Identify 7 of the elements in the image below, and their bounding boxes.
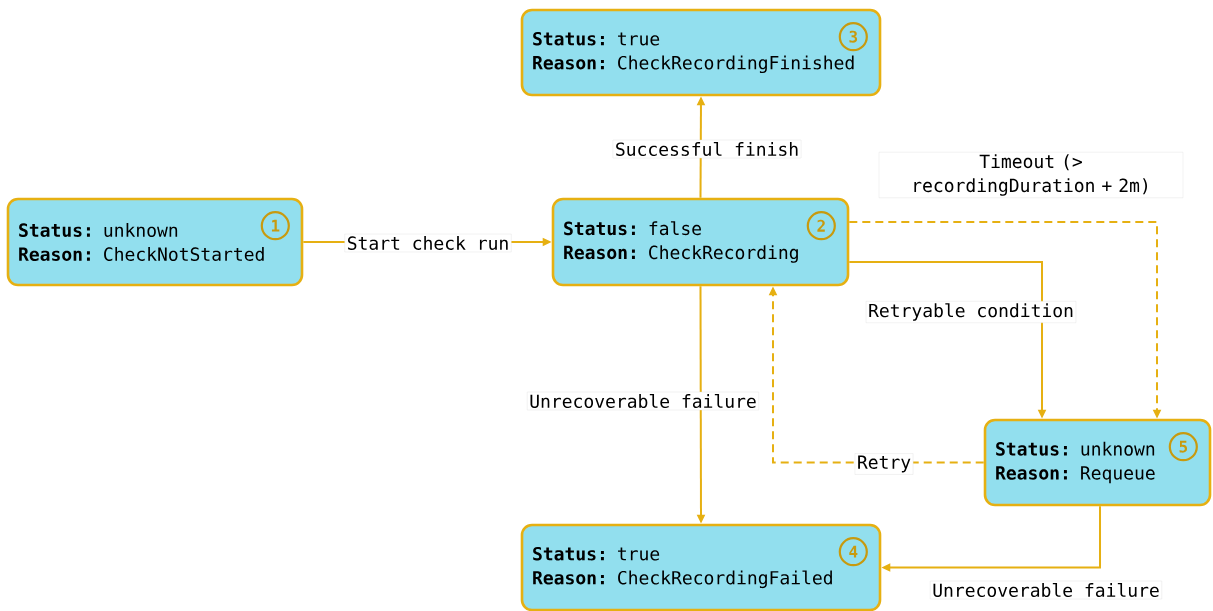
- edge-label: Retry: [854, 453, 914, 475]
- edge-label: Successful finish: [612, 139, 802, 159]
- edge-label: Unrecoverable failure: [527, 391, 759, 411]
- edge-label: Timeout (> recordingDuration + 2m): [878, 152, 1184, 198]
- edge-label: Unrecoverable failure: [930, 580, 1162, 600]
- edge-label: Retryable condition: [865, 301, 1077, 323]
- edge-label: Start check run: [344, 233, 512, 253]
